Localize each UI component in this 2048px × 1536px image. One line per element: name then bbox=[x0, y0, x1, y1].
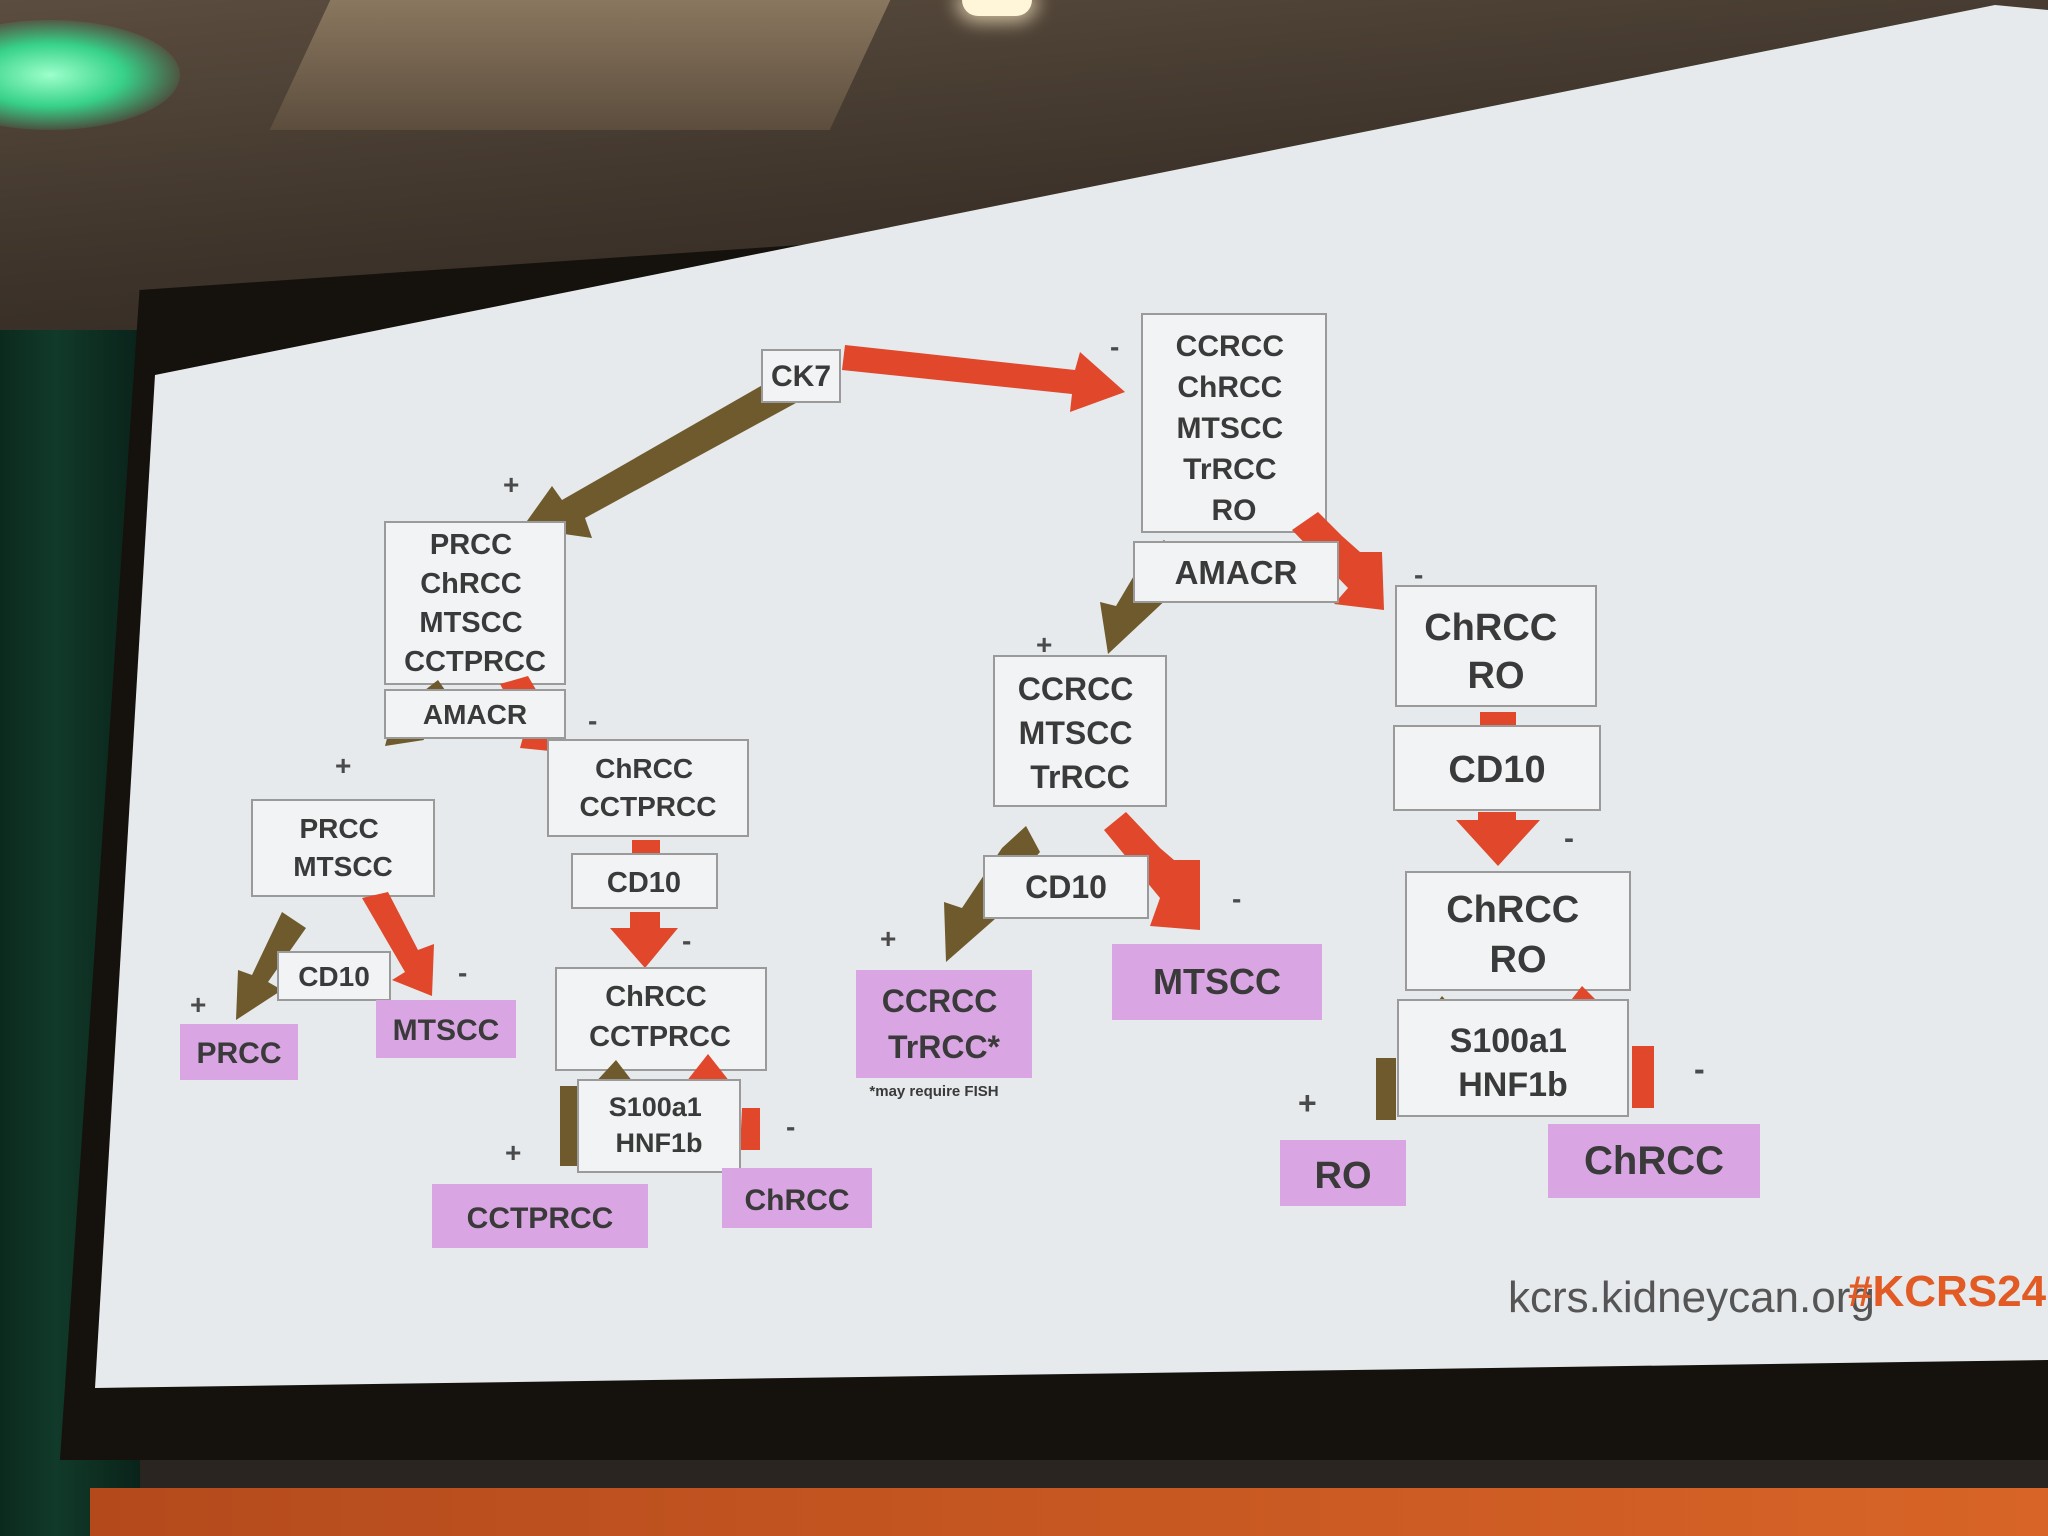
screen-frame bbox=[60, 160, 2048, 1460]
ceiling-light bbox=[962, 0, 1032, 16]
stage-edge bbox=[90, 1488, 2048, 1536]
ceiling-beam bbox=[269, 0, 891, 130]
